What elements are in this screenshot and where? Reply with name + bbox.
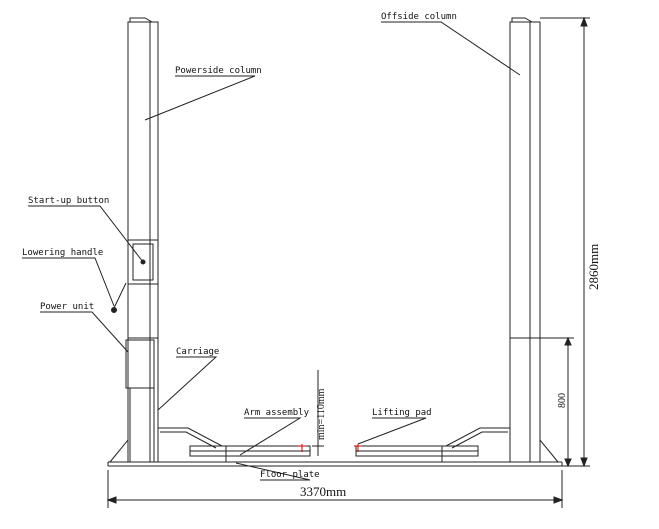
floor-plate: [107, 461, 563, 467]
label-power-unit: Power unit: [40, 302, 94, 312]
label-floor-plate: Floor plate: [260, 470, 320, 480]
height-dimension-line: [540, 16, 590, 468]
label-offside-column: Offside column: [381, 12, 457, 22]
dimension-height: 2860mm: [586, 244, 601, 290]
label-powerside-column: Powerside column: [175, 66, 262, 76]
lifting-pad-left: [298, 444, 306, 452]
base-foot-left: [109, 438, 129, 463]
dimension-width: 3370mm: [300, 484, 346, 499]
label-lowering-handle: Lowering handle: [22, 248, 103, 258]
base-foot-right: [539, 438, 559, 463]
dimension-min-height: min=110mm: [316, 388, 327, 440]
lowering-handle: [111, 282, 127, 313]
arm-assembly-left: [158, 427, 311, 463]
carriage-dimension-line: [540, 336, 574, 468]
offside-column: [509, 17, 541, 463]
lifting-pad-right: [354, 444, 362, 452]
control-box: [127, 239, 159, 285]
leader-lines: [22, 21, 521, 481]
label-startup-button: Start-up button: [28, 196, 109, 206]
label-arm-assembly: Arm assembly: [244, 408, 310, 418]
arm-assembly-right: [355, 427, 510, 463]
dimension-carriage-height: 800: [557, 393, 568, 408]
min-height-dimension-line: [312, 370, 324, 456]
width-dimension-line: [106, 470, 564, 508]
label-lifting-pad: Lifting pad: [372, 408, 432, 418]
label-carriage: Carriage: [176, 347, 219, 357]
